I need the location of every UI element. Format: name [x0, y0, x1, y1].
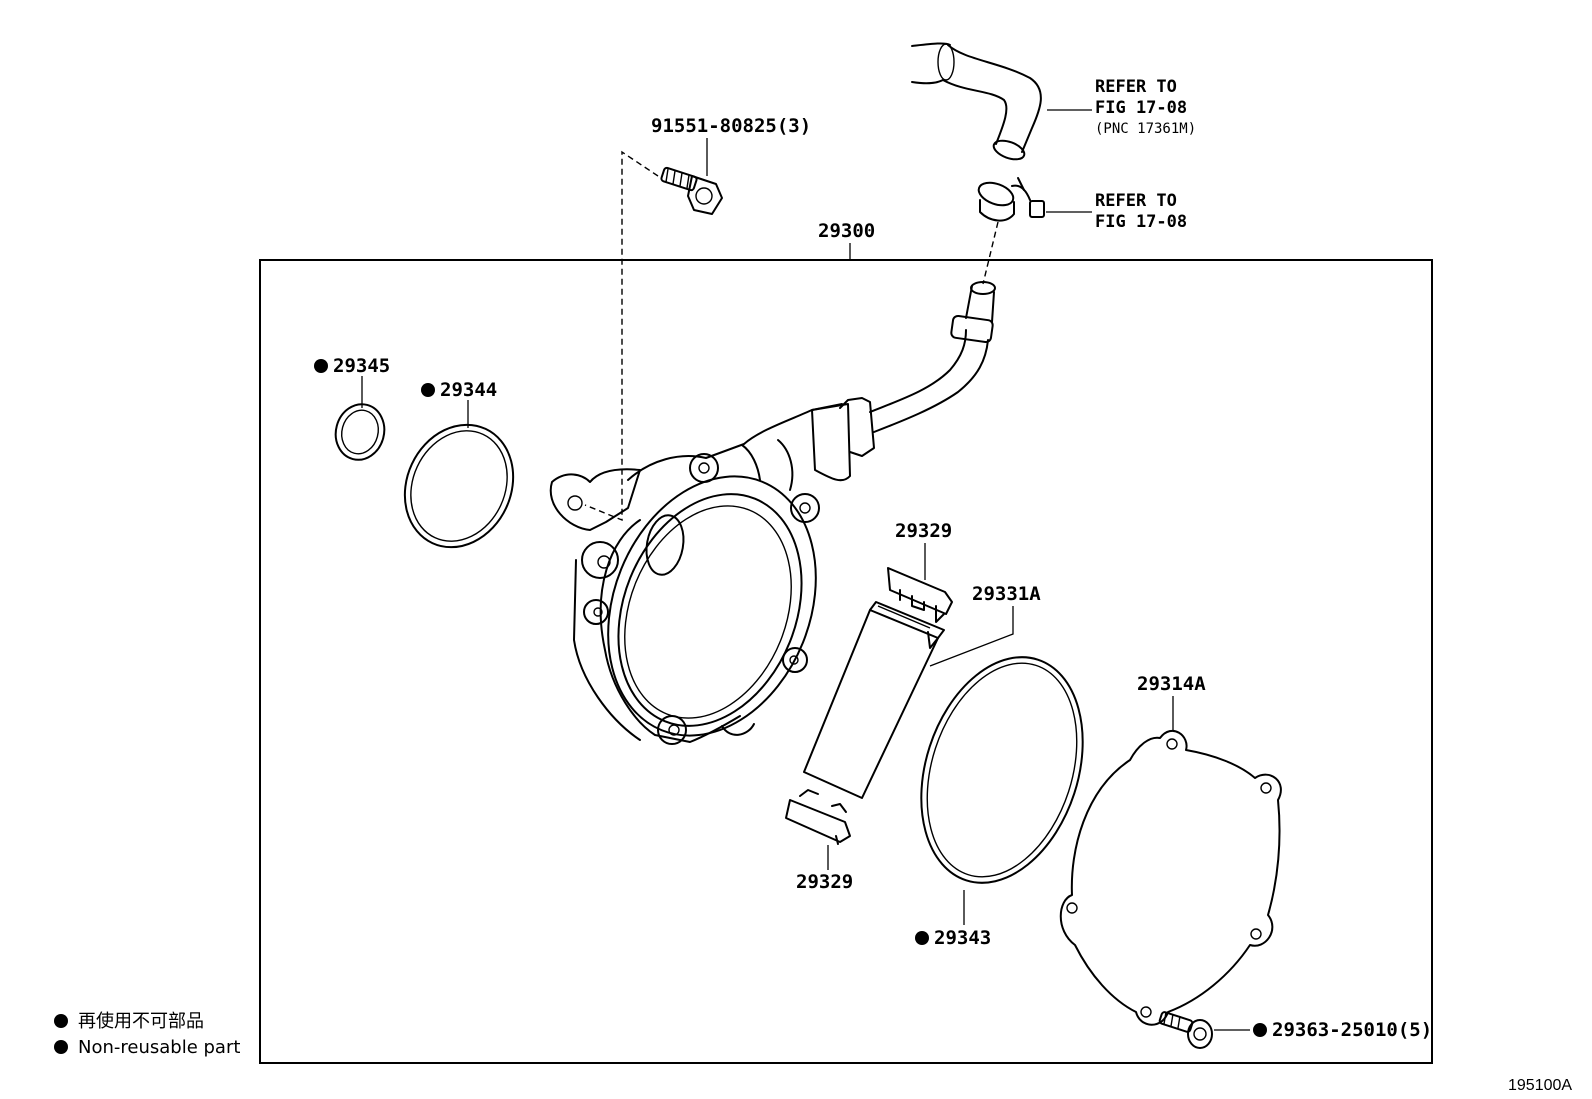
pump-housing-drawing	[549, 281, 996, 745]
legend-english: Non-reusable part	[78, 1037, 240, 1058]
cover-plate-part-number[interactable]: 29314A	[1137, 673, 1206, 695]
assembly-frame	[259, 259, 1433, 1064]
cover-screw-marker	[1253, 1023, 1267, 1037]
cover-gasket-drawing	[920, 656, 1084, 884]
o-ring-large-drawing	[403, 423, 515, 549]
clamp-reference-line2[interactable]: FIG 17-08	[1095, 212, 1187, 232]
legend-marker-japanese	[54, 1014, 68, 1028]
hose-reference-line1[interactable]: REFER TO	[1095, 77, 1177, 97]
bolt-drawing	[660, 166, 723, 215]
o-ring-small-marker	[314, 359, 328, 373]
rotor-leader	[929, 606, 1014, 667]
o-ring-large-part-number[interactable]: 29344	[440, 379, 497, 401]
cover-gasket-part-number[interactable]: 29343	[934, 927, 991, 949]
vane-bottom-part-number[interactable]: 29329	[796, 871, 853, 893]
assembly-part-number[interactable]: 29300	[818, 220, 875, 242]
o-ring-small-part-number[interactable]: 29345	[333, 355, 390, 377]
vacuum-hose-drawing	[911, 42, 1042, 161]
hose-clamp-drawing	[977, 177, 1045, 222]
rotor-drawing	[803, 601, 945, 799]
hose-reference-line3[interactable]: (PNC 17361M)	[1095, 121, 1196, 137]
figure-id: 195100A	[1508, 1077, 1572, 1094]
vane-top-part-number[interactable]: 29329	[895, 520, 952, 542]
legend-marker-english	[54, 1040, 68, 1054]
hose-reference-line2[interactable]: FIG 17-08	[1095, 98, 1187, 118]
bolt-part-number[interactable]: 91551-80825(3)	[651, 115, 811, 137]
clamp-install-guide	[982, 221, 999, 285]
cover-plate-drawing	[1059, 730, 1282, 1026]
legend-japanese: 再使用不可部品	[78, 1011, 204, 1032]
vane-bottom-drawing	[785, 789, 851, 845]
vane-top-drawing	[887, 567, 953, 623]
cover-screw-part-number[interactable]: 29363-25010(5)	[1272, 1019, 1432, 1041]
clamp-reference-line1[interactable]: REFER TO	[1095, 191, 1177, 211]
o-ring-small-drawing	[334, 403, 386, 461]
o-ring-large-marker	[421, 383, 435, 397]
cover-gasket-marker	[915, 931, 929, 945]
rotor-part-number[interactable]: 29331A	[972, 583, 1041, 605]
cover-screw-drawing	[1158, 1011, 1213, 1049]
bolt-install-guide	[584, 150, 659, 522]
